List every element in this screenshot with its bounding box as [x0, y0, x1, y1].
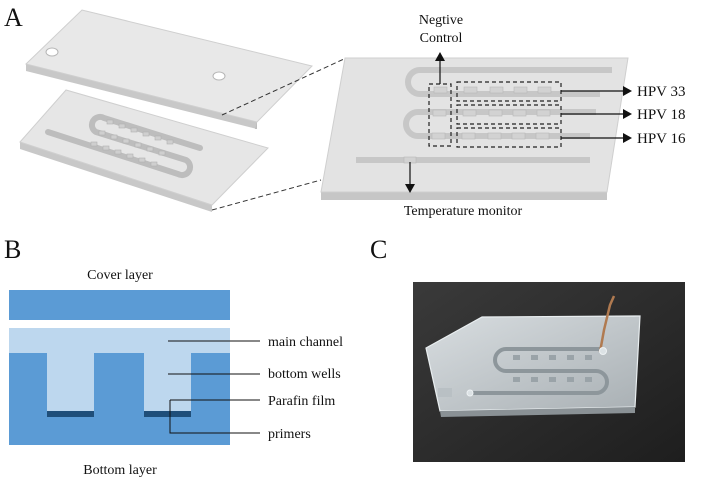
glass-chip [425, 315, 641, 412]
bottom-wells-label: bottom wells [268, 367, 341, 382]
cover-layer [9, 290, 230, 320]
bottom-plate-exploded [19, 89, 269, 212]
temperature-sensor-pad [438, 388, 452, 397]
zoomed-channel-middle [403, 109, 596, 139]
arrows [405, 52, 632, 193]
panel-c-letter: C [370, 235, 387, 264]
outlet-hole-icon [212, 71, 226, 81]
thermocouple-wire [598, 295, 616, 353]
panel-b: B Cover layer main channel bottom wells … [4, 235, 343, 478]
bottom-well-right [144, 351, 191, 417]
inlet-port-icon [466, 389, 474, 397]
panel-a-letter: A [4, 3, 23, 32]
main-channel-label: main channel [268, 335, 343, 350]
zoomed-wells [403, 86, 552, 164]
well-array [90, 119, 174, 167]
negative-control-label-line1: Negtive [419, 13, 463, 28]
parafin-film-right [144, 411, 191, 417]
bottom-well-left [47, 351, 94, 417]
photo-wells [513, 355, 592, 382]
cover-layer-label: Cover layer [87, 268, 153, 283]
panel-c: C [370, 235, 685, 462]
bottom-layer-label: Bottom layer [83, 463, 157, 478]
bottom-layer [9, 328, 230, 445]
leader-lines [168, 340, 260, 434]
zoom-line-top [221, 58, 345, 116]
cover-plate-exploded [25, 9, 313, 129]
panel-a: A [4, 3, 686, 219]
hpv18-label: HPV 18 [637, 107, 686, 123]
outlet-port-icon [599, 347, 607, 355]
inlet-hole-icon [45, 47, 59, 57]
parafin-film-left [47, 411, 94, 417]
hpv16-label: HPV 16 [637, 131, 686, 147]
temperature-monitor-label: Temperature monitor [404, 204, 523, 219]
panel-b-letter: B [4, 235, 21, 264]
hpv33-label: HPV 33 [637, 84, 686, 100]
negative-control-label-line2: Control [420, 31, 463, 46]
zoomed-channel-upper [405, 67, 612, 97]
zoomed-chip [320, 57, 629, 200]
parafin-film-label: Parafin film [268, 394, 335, 409]
photo-channel [470, 347, 609, 395]
zoom-line-bottom [211, 179, 322, 211]
chip-photo [413, 282, 685, 462]
primers-label: primers [268, 427, 311, 442]
